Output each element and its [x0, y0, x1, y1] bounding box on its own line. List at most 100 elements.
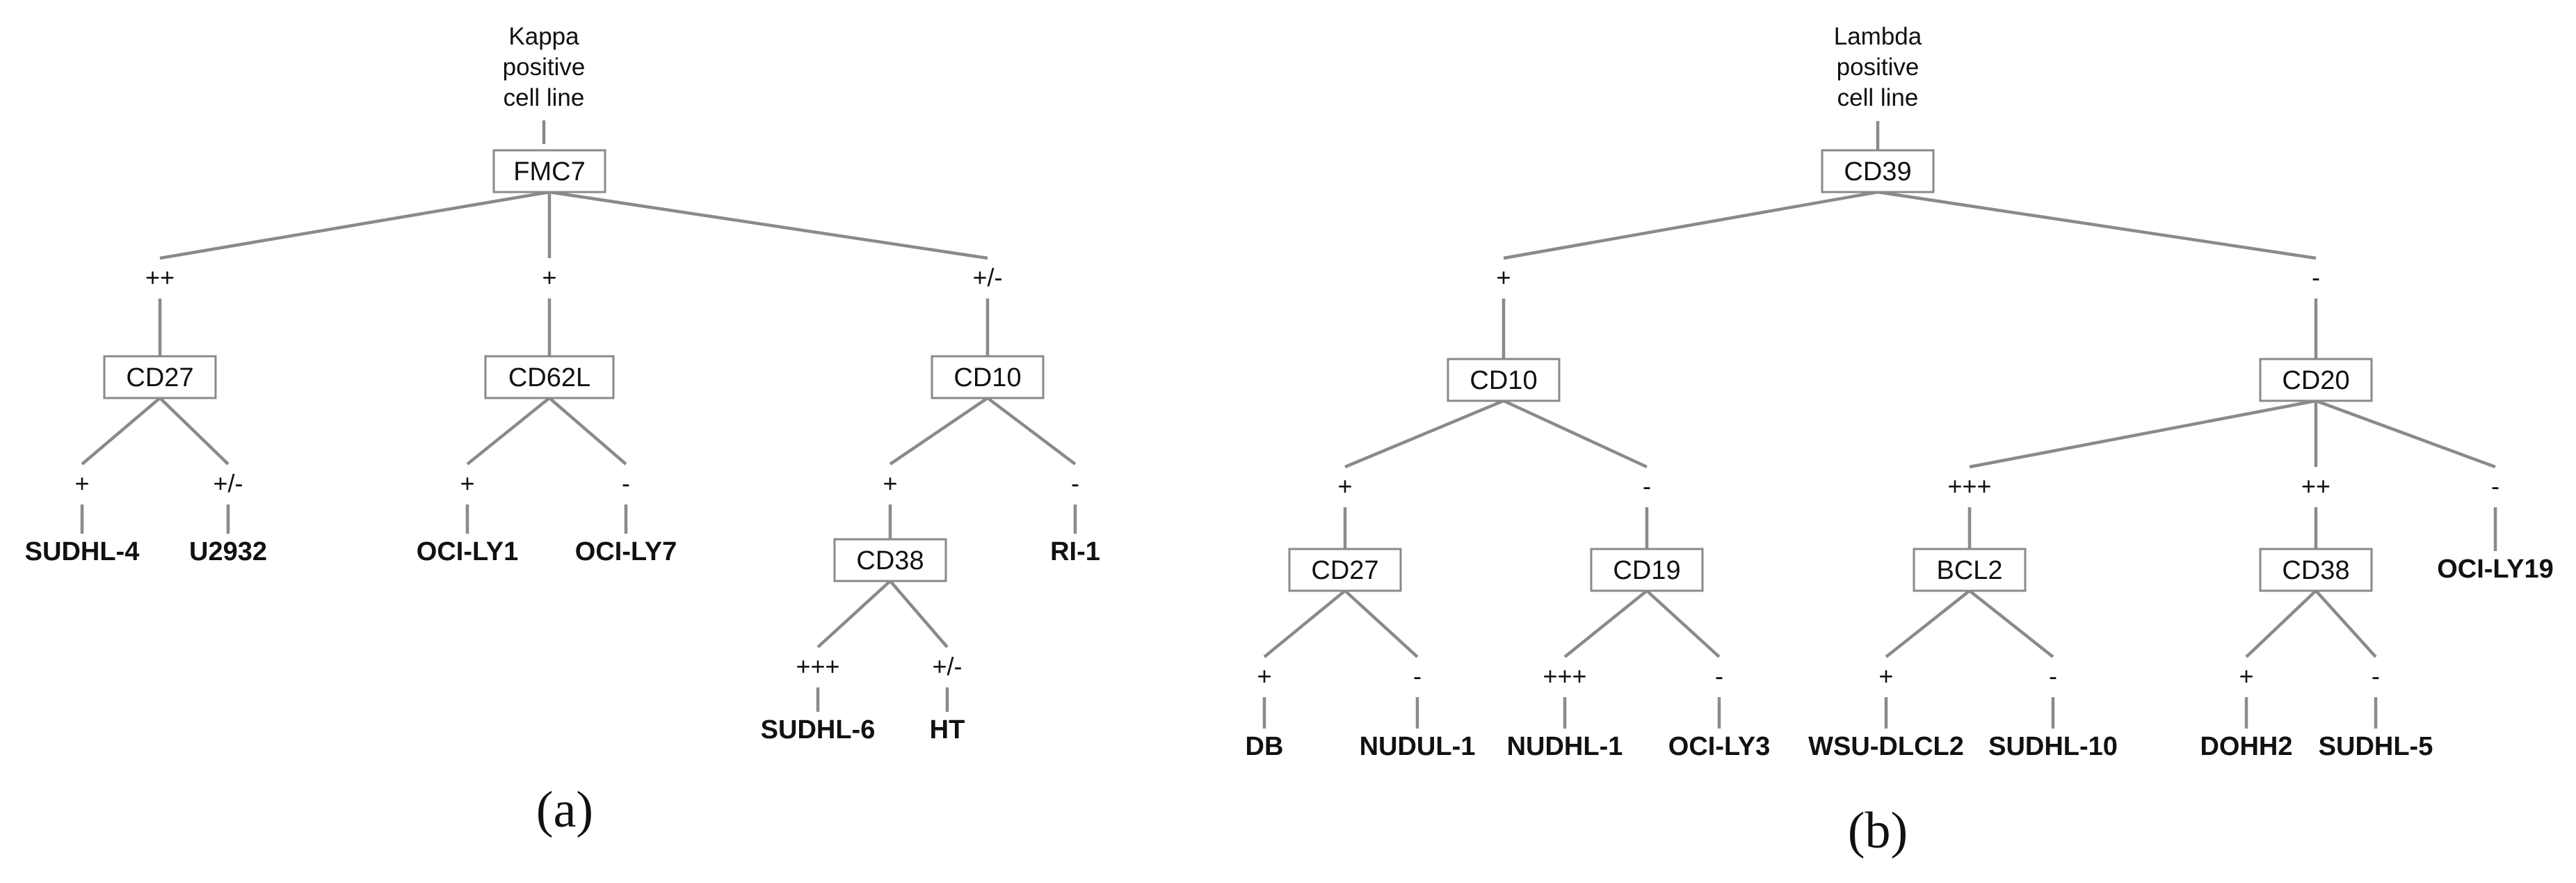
cell-line-sudhl-10: SUDHL-10 [1988, 732, 2118, 761]
marker-box-cd19: CD19 [1590, 548, 1704, 592]
edge-label-plus: + [542, 263, 556, 292]
marker-box-cd20: CD20 [2259, 358, 2373, 402]
marker-box-frame [1288, 548, 1402, 592]
root-caption-line: positive [1837, 54, 1919, 81]
cell-line-sudhl-6: SUDHL-6 [761, 715, 876, 745]
marker-box-frame [492, 149, 606, 193]
marker-box-frame [1913, 548, 2027, 592]
marker-box-cd10: CD10 [1447, 358, 1561, 402]
edge-label-minus: - [1413, 662, 1422, 690]
root-caption-line: positive [503, 54, 586, 81]
marker-label: CD62L [508, 363, 590, 392]
edge-label-plus: + [883, 469, 897, 498]
edge-label-minus: - [2372, 662, 2380, 690]
branch-line [1344, 399, 1504, 469]
cell-line-ht: HT [930, 715, 965, 745]
marker-box-cd27: CD27 [1288, 548, 1402, 592]
marker-box-cd38: CD38 [2259, 548, 2373, 592]
edge-label-minus: - [2312, 263, 2320, 292]
branch-line [549, 190, 988, 260]
edge-label-plusplus: ++ [2301, 472, 2331, 500]
branch-line [1563, 589, 1648, 658]
edge-label-plusplus: ++ [145, 263, 175, 292]
marker-box-frame [103, 355, 217, 399]
connector-lines [80, 120, 1077, 712]
marker-box-frame [2259, 548, 2373, 592]
branch-line [1885, 589, 1971, 658]
cell-line-dohh2: DOHH2 [2200, 732, 2292, 761]
marker-label: CD27 [126, 363, 193, 392]
panel-label: (a) [536, 781, 593, 838]
cell-line-db: DB [1246, 732, 1284, 761]
marker-label: CD39 [1844, 157, 1911, 186]
branch-line [159, 397, 230, 466]
branch-line [1645, 589, 1721, 658]
branch-line [1263, 589, 1346, 658]
edge-label-plus: +/- [972, 263, 1002, 292]
marker-box-cd38: CD38 [833, 538, 947, 582]
edge-label-minus: - [1715, 662, 1723, 690]
edge-label-plusplusplus: +++ [1543, 662, 1586, 690]
cell-line-oci-ly3: OCI-LY3 [1668, 732, 1770, 761]
branch-line [1969, 399, 2317, 469]
branch-line [159, 190, 550, 260]
cell-line-wsu-dlcl2: WSU-DLCL2 [1808, 732, 1964, 761]
marker-box-bcl2: BCL2 [1913, 548, 2027, 592]
cell-line-u2932: U2932 [189, 537, 267, 566]
root-caption-line: cell line [504, 84, 585, 111]
branch-line [1503, 190, 1878, 260]
branch-line [81, 397, 161, 466]
marker-box-frame [1447, 358, 1561, 402]
cell-line-nudhl-1: NUDHL-1 [1507, 732, 1623, 761]
marker-box-fmc7: FMC7 [492, 149, 606, 193]
branch-line [466, 397, 551, 466]
marker-box-frame [1590, 548, 1704, 592]
cell-line-sudhl-4: SUDHL-4 [25, 537, 140, 566]
root-caption-line: Lambda [1834, 23, 1922, 50]
marker-box-frame [484, 355, 615, 399]
marker-label: CD27 [1311, 556, 1378, 585]
branch-line [1968, 589, 2054, 658]
branch-line [1344, 589, 1419, 658]
cell-line-oci-ly7: OCI-LY7 [575, 537, 677, 566]
marker-box-frame [931, 355, 1045, 399]
marker-box-cd39: CD39 [1821, 149, 1935, 193]
marker-box-frame [1821, 149, 1935, 193]
branch-line [2315, 399, 2496, 469]
edge-label-minus: - [1071, 469, 1079, 498]
edge-label-plus: +/- [932, 652, 962, 681]
edge-label-plusplusplus: +++ [1947, 472, 1991, 500]
marker-label: CD38 [2282, 556, 2349, 585]
marker-box-cd27: CD27 [103, 355, 217, 399]
marker-label: CD10 [1470, 366, 1537, 395]
marker-label: CD20 [2282, 366, 2349, 395]
marker-label: CD19 [1613, 556, 1680, 585]
edge-label-minus: - [622, 469, 630, 498]
marker-label: BCL2 [1936, 556, 2002, 585]
marker-label: CD10 [953, 363, 1021, 392]
edge-label-plus: + [1496, 263, 1511, 292]
marker-box-cd62l: CD62L [484, 355, 615, 399]
branch-line [1877, 190, 2317, 260]
marker-label: FMC7 [513, 157, 585, 186]
edge-label-plus: + [2239, 662, 2253, 690]
marker-label: CD38 [856, 546, 924, 575]
branch-line [2315, 589, 2377, 658]
branch-line [986, 397, 1077, 466]
branch-line [889, 397, 989, 466]
panel-label: (b) [1848, 802, 1908, 859]
marker-box-frame [2259, 358, 2373, 402]
edge-label-plus: + [1257, 662, 1271, 690]
branch-line [816, 580, 892, 649]
cell-line-oci-ly1: OCI-LY1 [417, 537, 518, 566]
edge-label-minus: - [2491, 472, 2499, 500]
cell-line-oci-ly19: OCI-LY19 [2437, 555, 2554, 584]
branch-line [1503, 399, 1648, 469]
edge-label-plusplusplus: +++ [796, 652, 839, 681]
branch-line [889, 580, 949, 649]
